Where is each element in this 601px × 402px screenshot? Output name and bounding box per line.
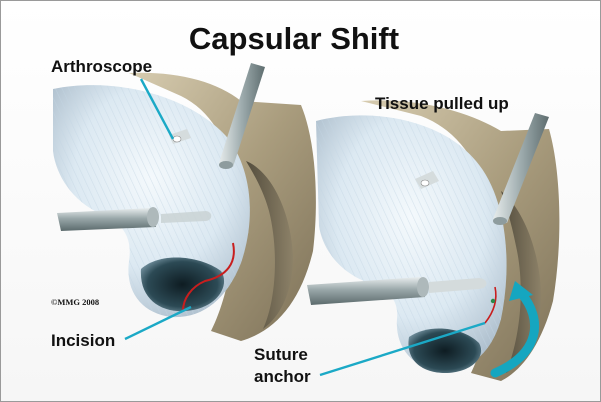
- label-arthroscope: Arthroscope: [51, 57, 152, 76]
- suture-anchor-point: [491, 299, 495, 303]
- label-incision: Incision: [51, 331, 115, 350]
- label-tissue-pulled-up: Tissue pulled up: [375, 94, 509, 113]
- copyright-note: ©MMG 2008: [51, 297, 99, 307]
- page-title: Capsular Shift: [189, 21, 399, 56]
- label-suture: Suture: [254, 345, 308, 364]
- label-anchor: anchor: [254, 367, 311, 386]
